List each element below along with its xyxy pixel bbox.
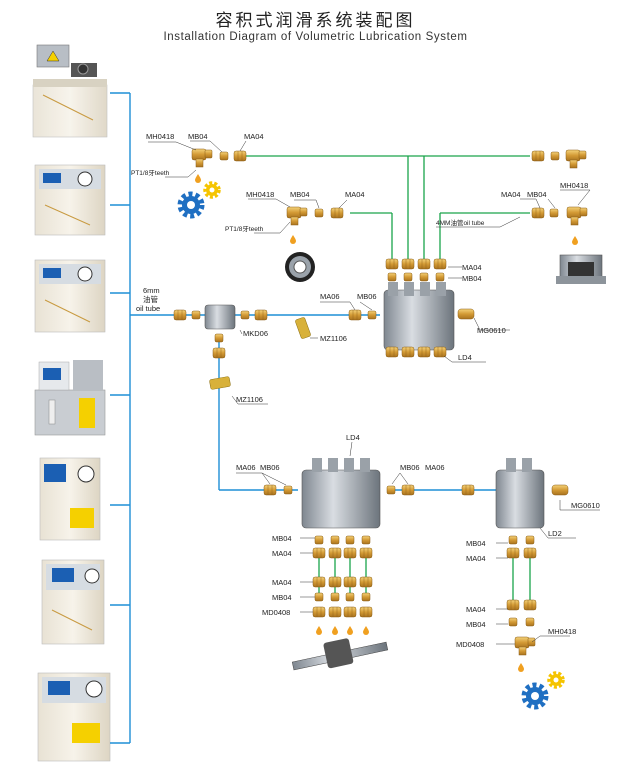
label-mz1106: MZ1106 bbox=[320, 334, 347, 343]
label-ld4: LD4 bbox=[458, 353, 472, 362]
label-mh0418: MH0418 bbox=[560, 181, 588, 190]
label-mb06: MB06 bbox=[260, 463, 280, 472]
label-ma04: MA04 bbox=[466, 554, 486, 563]
lubrication-pump-icon bbox=[39, 457, 101, 541]
label-mh0418: MH0418 bbox=[146, 132, 174, 141]
label-ma04: MA04 bbox=[501, 190, 521, 199]
lube-point-2 bbox=[285, 206, 344, 282]
label-tube-6mm: 6mm bbox=[143, 286, 160, 295]
lubrication-pump-icon bbox=[34, 259, 106, 333]
label-mz1106: MZ1106 bbox=[236, 395, 263, 404]
label-ma06: MA06 bbox=[425, 463, 445, 472]
label-ma04: MA04 bbox=[345, 190, 365, 199]
leader-lines bbox=[148, 140, 600, 645]
ld4-distributor-bottom bbox=[263, 458, 415, 671]
label-mb06: MB06 bbox=[357, 292, 377, 301]
mkd06-tee bbox=[173, 304, 311, 390]
label-mh0418: MH0418 bbox=[246, 190, 274, 199]
ld2-distributor bbox=[461, 458, 569, 707]
lube-point-3 bbox=[531, 149, 587, 169]
label-mg0610: MG0610 bbox=[477, 326, 506, 335]
bearing-icon bbox=[285, 252, 315, 282]
label-mb04: MB04 bbox=[462, 274, 482, 283]
label-mb04: MB04 bbox=[188, 132, 208, 141]
lubrication-pump-icon bbox=[37, 672, 111, 762]
label-pt18: PT1/8牙teeth bbox=[131, 169, 170, 177]
label-md0408: MD0408 bbox=[262, 608, 290, 617]
label-ma04: MA04 bbox=[272, 578, 292, 587]
label-mb04: MB04 bbox=[527, 190, 547, 199]
label-pt18: PT1/8牙teeth bbox=[225, 225, 264, 233]
label-mb04: MB04 bbox=[466, 539, 486, 548]
label-ld4: LD4 bbox=[346, 433, 360, 442]
label-ma06: MA06 bbox=[320, 292, 340, 301]
label-mb04: MB04 bbox=[272, 534, 292, 543]
label-mb04: MB04 bbox=[272, 593, 292, 602]
pump-column bbox=[32, 44, 111, 762]
label-tube-4mm: 4MM油管oil tube bbox=[436, 218, 485, 227]
lube-point-4 bbox=[531, 206, 606, 284]
label-ma04: MA04 bbox=[466, 605, 486, 614]
ld4-distributor-top bbox=[348, 258, 475, 358]
label-tube-6mm-cn: 油管 bbox=[143, 294, 158, 304]
label-mh0418: MH0418 bbox=[548, 627, 576, 636]
title-en: Installation Diagram of Volumetric Lubri… bbox=[163, 31, 468, 43]
title-cn: 容积式润滑系统装配图 bbox=[215, 11, 416, 31]
lubrication-pump-icon bbox=[34, 360, 106, 436]
clamp-icon bbox=[209, 317, 311, 390]
label-tube-6mm-en: oil tube bbox=[136, 304, 160, 313]
label-ma04: MA04 bbox=[272, 549, 292, 558]
label-mb06: MB06 bbox=[400, 463, 420, 472]
label-mb04: MB04 bbox=[466, 620, 486, 629]
label-md0408: MD0408 bbox=[456, 640, 484, 649]
label-ma06: MA06 bbox=[236, 463, 256, 472]
label-mkd06: MKD06 bbox=[243, 329, 268, 338]
lubrication-pump-icon bbox=[34, 164, 106, 236]
label-ma04: MA04 bbox=[462, 263, 482, 272]
label-ld2: LD2 bbox=[548, 529, 562, 538]
ball-screw-icon bbox=[291, 638, 389, 671]
linear-block-icon bbox=[556, 254, 606, 284]
label-mb04: MB04 bbox=[290, 190, 310, 199]
main-oil-tube bbox=[110, 92, 510, 744]
lubrication-pump-icon bbox=[41, 559, 105, 645]
lubrication-pump-icon bbox=[32, 44, 108, 138]
label-mg0610: MG0610 bbox=[571, 501, 600, 510]
label-ma04: MA04 bbox=[244, 132, 264, 141]
component-labels: MH0418 MB04 MA04 PT1/8牙teeth MH0418 MB04… bbox=[131, 132, 600, 649]
lube-point-1 bbox=[180, 148, 247, 216]
